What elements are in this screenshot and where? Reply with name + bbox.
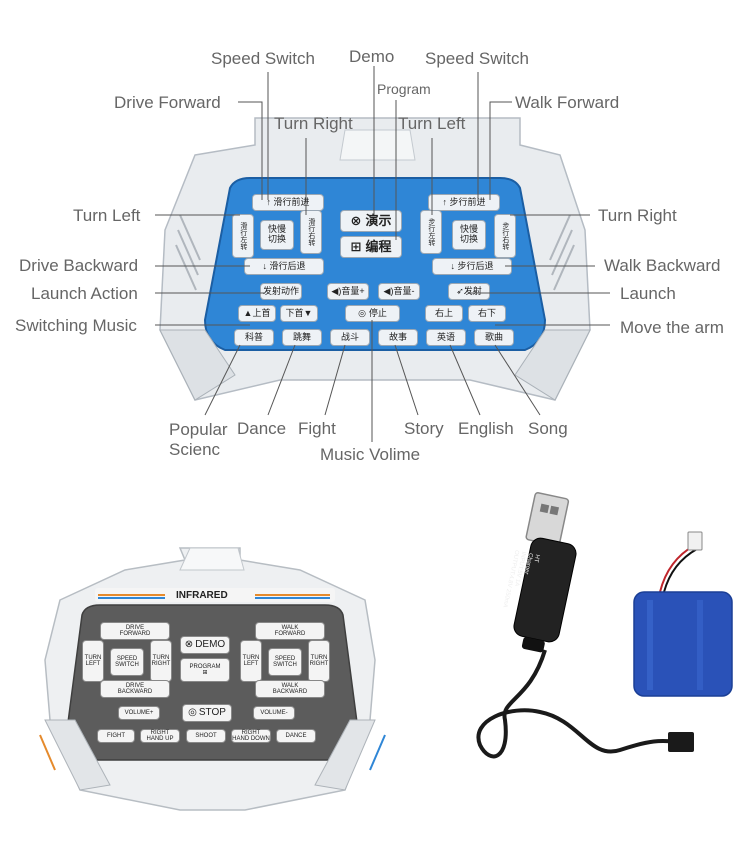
windows-icon: ⊞ <box>350 238 362 254</box>
stop-label: 停止 <box>368 307 387 318</box>
turn-left-walk-button[interactable]: 步行左转 <box>420 210 442 254</box>
label-launch: Launch <box>620 284 676 303</box>
en-drive-forward-button[interactable]: DRIVE FORWARD <box>100 622 170 640</box>
launch-action-button[interactable]: 发射动作 <box>260 283 302 300</box>
en-volume-down-button[interactable]: VOLUME- <box>253 706 295 720</box>
speed-switch-drive-button[interactable]: 快慢 切换 <box>260 220 294 250</box>
stop-icon: ◎ <box>358 307 366 318</box>
english-button[interactable]: 英语 <box>426 329 466 346</box>
en-volume-up-button[interactable]: VOLUME+ <box>118 706 160 720</box>
program-button[interactable]: ⊞编程 <box>340 236 402 258</box>
en-windows-icon: ⊞ <box>202 670 208 676</box>
label-move-the-arm: Move the arm <box>620 318 724 337</box>
label-turn-left: Turn Left <box>73 206 141 225</box>
en-walk-forward-button[interactable]: WALK FORWARD <box>255 622 325 640</box>
label-story: Story <box>404 419 444 438</box>
label-launch-action: Launch Action <box>31 284 138 303</box>
song-button[interactable]: 歌曲 <box>474 329 514 346</box>
launch-label: 发射 <box>463 285 482 296</box>
volume-down-label: 音量- <box>393 285 415 296</box>
en-program-button[interactable]: PROGRAM⊞ <box>180 658 230 682</box>
volume-down-button[interactable]: ◀)音量- <box>378 283 420 300</box>
en-speed-switch-drive-button[interactable]: SPEED SWITCH <box>110 648 144 676</box>
en-demo-label: DEMO <box>195 638 226 650</box>
en-right-hand-up-button[interactable]: RIGHT HAND UP <box>140 729 180 743</box>
arm-down-button[interactable]: 右下 <box>468 305 506 322</box>
label-fight: Fight <box>298 419 336 438</box>
label-dance: Dance <box>237 419 287 438</box>
label-switching-music: Switching Music <box>15 316 137 335</box>
turn-right-drive-button[interactable]: 滑行右转 <box>300 210 322 254</box>
story-button[interactable]: 故事 <box>378 329 418 346</box>
en-turn-left-walk-button[interactable]: TURN LEFT <box>240 640 262 682</box>
label-drive-backward: Drive Backward <box>19 256 139 275</box>
speaker-icon: ◀) <box>383 285 394 296</box>
label-popular-science: Popular Scienc <box>169 420 228 459</box>
launch-button[interactable]: ➶发射 <box>448 283 490 300</box>
label-english: English <box>458 419 514 438</box>
arm-up-button[interactable]: 右上 <box>425 305 463 322</box>
en-program-label: PROGRAM <box>189 663 221 670</box>
label-turn-right-drive: Turn Right <box>274 114 353 133</box>
label-drive-forward: Drive Forward <box>114 93 221 112</box>
en-right-hand-down-button[interactable]: RIGHT HAND DOWN <box>231 729 271 743</box>
en-demo-icon: ⊗ <box>184 638 194 650</box>
en-walk-backward-button[interactable]: WALK BACKWARD <box>255 680 325 698</box>
en-dance-button[interactable]: DANCE <box>276 729 316 743</box>
label-speed-switch-left: Speed Switch <box>211 49 315 68</box>
label-song: Song <box>528 419 568 438</box>
en-stop-icon: ◎ <box>188 706 197 718</box>
label-demo: Demo <box>349 47 395 66</box>
demo-icon: ⊗ <box>350 212 362 228</box>
song-next-button[interactable]: 下首▼ <box>280 305 318 322</box>
en-drive-backward-button[interactable]: DRIVE BACKWARD <box>100 680 170 698</box>
brand-infrared: INFRARED <box>176 590 228 601</box>
drive-backward-button[interactable]: ↓ 滑行后退 <box>244 258 324 275</box>
turn-left-drive-button[interactable]: 滑行左转 <box>232 214 254 258</box>
volume-up-button[interactable]: ◀)音量+ <box>327 283 369 300</box>
speed-switch-walk-button[interactable]: 快慢 切换 <box>452 220 486 250</box>
label-music-volume: Music Volime <box>320 445 421 464</box>
rocket-icon: ➶ <box>456 285 464 296</box>
label-walk-forward: Walk Forward <box>515 93 620 112</box>
speaker-icon: ◀) <box>331 285 342 296</box>
program-label: 编程 <box>365 238 392 254</box>
label-program: Program <box>377 81 431 97</box>
turn-right-walk-button[interactable]: 步行右转 <box>494 214 516 258</box>
science-button[interactable]: 科普 <box>234 329 274 346</box>
en-stop-button[interactable]: ◎STOP <box>182 704 232 722</box>
label-speed-switch-right: Speed Switch <box>425 49 529 68</box>
demo-button[interactable]: ⊗演示 <box>340 210 402 232</box>
song-prev-button[interactable]: ▲上首 <box>238 305 276 322</box>
label-turn-right: Turn Right <box>598 206 677 225</box>
en-fight-button[interactable]: FIGHT <box>97 729 135 743</box>
en-speed-switch-walk-button[interactable]: SPEED SWITCH <box>268 648 302 676</box>
demo-label: 演示 <box>365 212 392 228</box>
en-demo-button[interactable]: ⊗DEMO <box>180 636 230 654</box>
volume-up-label: 音量+ <box>341 285 365 296</box>
dance-button[interactable]: 跳舞 <box>282 329 322 346</box>
label-walk-backward: Walk Backward <box>604 256 721 275</box>
fight-button[interactable]: 战斗 <box>330 329 370 346</box>
label-turn-left-walk: Turn Left <box>398 114 466 133</box>
walk-forward-button[interactable]: ↑ 步行前进 <box>428 194 500 211</box>
en-stop-label: STOP <box>198 706 226 718</box>
en-turn-left-drive-button[interactable]: TURN LEFT <box>82 640 104 682</box>
en-shoot-button[interactable]: SHOOT <box>186 729 226 743</box>
